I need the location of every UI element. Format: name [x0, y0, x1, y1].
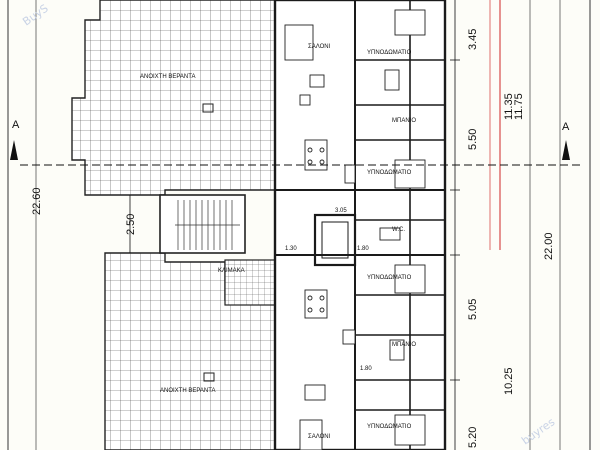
- stairs-label: ΚΛΙΜΑΚΑ: [218, 268, 245, 274]
- dim-outer-right-a: 11.75: [513, 93, 525, 120]
- dim-right-total-a: 11.35: [503, 93, 515, 120]
- dim-small-d: 1.80: [360, 366, 372, 372]
- dim-left-total: 22.60: [31, 187, 43, 215]
- watermark-bottom-right: buyres: [519, 415, 557, 447]
- dim-right-b: 5.50: [467, 129, 479, 150]
- bedroom-4-label: ΥΠΝΟΔΩΜΑΤΙΟ: [367, 424, 412, 430]
- watermark-top-left: BuyS: [20, 2, 50, 29]
- section-mark-left: A: [12, 119, 20, 131]
- dim-left-mid: 2.50: [125, 214, 137, 235]
- veranda-top-label: ΑΝΟΙΧΤΗ ΒΕΡΑΝΤΑ: [140, 74, 195, 80]
- bedroom-3-label: ΥΠΝΟΔΩΜΑΤΙΟ: [367, 275, 412, 281]
- dim-outer-right-b: 22.00: [543, 232, 555, 260]
- veranda-bottom-label: ΑΝΟΙΧΤΗ ΒΕΡΑΝΤΑ: [160, 388, 215, 394]
- dim-right-c: 5.05: [467, 299, 479, 320]
- veranda-top: [71, 0, 276, 196]
- bedroom-2-label: ΥΠΝΟΔΩΜΑΤΙΟ: [367, 170, 412, 176]
- section-line: [10, 140, 580, 166]
- wc-label: W.C.: [392, 227, 405, 233]
- dim-small-b: 1.30: [285, 246, 297, 252]
- dim-right-total-b: 10.25: [503, 367, 515, 395]
- dimension-lines: [129, 0, 460, 450]
- dim-right-d: 5.20: [467, 427, 479, 448]
- dim-small-a: 3.05: [335, 208, 347, 214]
- stairwell: [159, 194, 276, 306]
- salon-1-label: ΣΑΛΟΝΙ: [308, 44, 331, 50]
- apartment-block: [273, 0, 447, 450]
- dim-right-a: 3.45: [467, 29, 479, 50]
- salon-2-label: ΣΑΛΟΝΙ: [308, 434, 331, 440]
- bath-2-label: ΜΠΑΝΙΟ: [392, 342, 416, 348]
- bath-1-label: ΜΠΑΝΙΟ: [392, 118, 416, 124]
- section-mark-right: A: [562, 121, 570, 133]
- dim-small-c: 1.80: [357, 246, 369, 252]
- bedroom-1-label: ΥΠΝΟΔΩΜΑΤΙΟ: [367, 50, 412, 56]
- furniture: [284, 9, 426, 450]
